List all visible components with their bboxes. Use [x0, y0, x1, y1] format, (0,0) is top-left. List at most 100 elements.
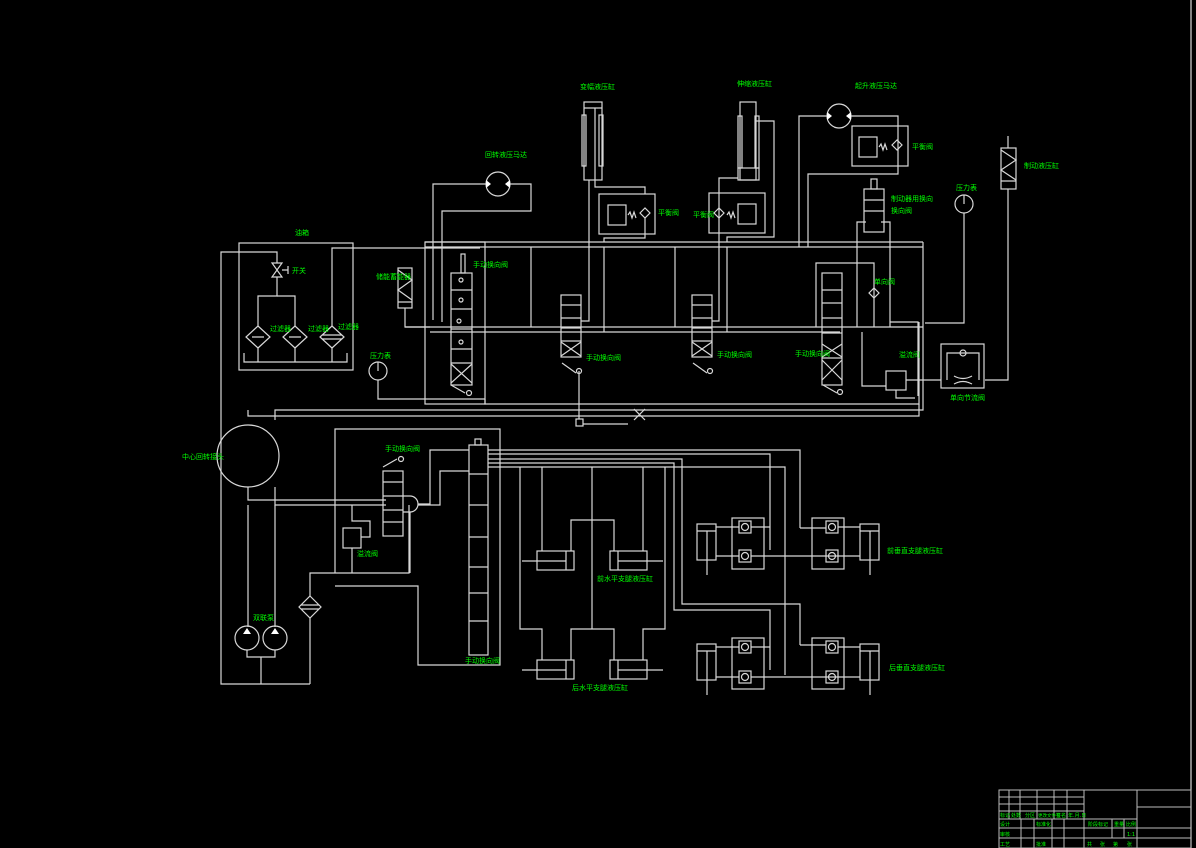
balance-valve-2-label: 平衡阀	[693, 210, 714, 219]
check-icon	[959, 349, 967, 357]
pipe	[581, 242, 590, 322]
filter-line-b	[277, 295, 296, 326]
junction-box	[575, 418, 584, 427]
handle-knob-icon[interactable]	[706, 367, 714, 375]
tb-label-date: 年.月.日	[1068, 812, 1086, 819]
manual-valve-2[interactable]: 手动换向阀	[530, 242, 621, 375]
spring-icon	[878, 142, 888, 152]
handle-knob-icon[interactable]	[397, 455, 405, 463]
loop-line	[484, 322, 920, 405]
manifold-lines	[247, 241, 924, 427]
central-rotary-joint-icon[interactable]	[216, 424, 280, 488]
motor-arrow-icon	[827, 112, 851, 120]
pipe	[890, 321, 919, 396]
manual-valve-4-label: 手动换向阀	[795, 349, 830, 358]
manual-valve-4-icon[interactable]	[821, 272, 843, 386]
telescopic-cylinder-label: 伸缩液压缸	[737, 79, 772, 88]
filter-3-label: 过滤器	[338, 322, 359, 331]
cooler-icon	[298, 595, 322, 619]
pipe	[418, 470, 469, 506]
spring-icon	[396, 269, 414, 303]
stop-valve-label: 开关	[292, 266, 306, 275]
pipe	[309, 505, 410, 596]
oil-tank-label: 油箱	[295, 228, 309, 237]
pipe	[488, 458, 801, 645]
relief-valve-lower-label: 溢流阀	[357, 549, 378, 558]
accumulator-left-label: 储能蓄能器	[376, 272, 411, 281]
check-icon	[738, 520, 752, 534]
right-side-group: 压力表 制动液压缸 单向节流阀	[906, 136, 1059, 402]
check-valve-icon[interactable]	[868, 287, 880, 299]
spring-icon	[726, 210, 736, 220]
balance-valve-3-icon[interactable]	[851, 125, 909, 167]
relief-valve-right-icon[interactable]	[885, 370, 907, 391]
check-icon	[738, 670, 752, 684]
horizontal-outriggers: 前水平支腿液压缸 后水平支腿液压缸	[522, 550, 663, 692]
handle	[450, 384, 466, 394]
pipe	[488, 453, 771, 550]
lock-valve-icon[interactable]	[731, 517, 765, 570]
tb-label-standard: 标准化	[1036, 821, 1051, 828]
pipe	[418, 449, 469, 505]
main-pressure	[274, 242, 924, 420]
check-icon	[740, 522, 750, 532]
front-horizontal-outrigger-label: 前水平支腿液压缸	[597, 574, 653, 583]
check-icon	[740, 672, 750, 682]
valve-stem	[870, 178, 878, 190]
lock-valve-icon[interactable]	[811, 517, 845, 570]
tb-label-approve: 批准	[1036, 841, 1046, 848]
filter-1-label: 过滤器	[270, 324, 291, 333]
handle-knob-icon[interactable]	[465, 389, 473, 397]
motor-line-a	[432, 183, 486, 247]
balance-valve-1-icon[interactable]	[598, 193, 656, 235]
handle-knob-icon[interactable]	[575, 367, 583, 375]
balance-valve-1-label: 平衡阀	[658, 208, 679, 217]
manual-valve-2-label: 手动换向阀	[586, 353, 621, 362]
pipe	[570, 628, 615, 660]
check-valve-label: 单向阀	[874, 277, 895, 286]
valve-1-frame	[424, 241, 486, 405]
manual-valve-lower[interactable]: 手动换向阀	[382, 444, 469, 573]
one-way-throttle-icon[interactable]	[940, 343, 985, 389]
pipe	[985, 189, 1009, 381]
handle-knob-icon[interactable]	[836, 388, 844, 396]
rear-vertical-outrigger-label: 后垂直支腿液压缸	[889, 663, 945, 672]
cylinder-icon[interactable]	[583, 101, 603, 181]
valve-body	[382, 470, 404, 537]
check-icon	[827, 642, 837, 652]
hoist-motor-label: 起升液压马达	[855, 81, 897, 90]
lock-valve-icon[interactable]	[731, 637, 765, 690]
balance-valve-3-label: 平衡阀	[912, 142, 933, 151]
relief-valve-lower-icon[interactable]	[342, 527, 362, 549]
handle	[822, 384, 838, 394]
check-icon	[825, 520, 839, 534]
pipe	[488, 462, 771, 670]
lock-valve-icon[interactable]	[811, 637, 845, 690]
title-block: 标记 处数 分区 更改文件号 签名 年.月.日 设计 标准化 审核 工艺 批准 …	[998, 789, 1192, 848]
valve-knob-icon[interactable]	[474, 438, 482, 446]
check-icon	[458, 277, 464, 283]
supply-line	[220, 251, 278, 472]
balance-valve-2-icon[interactable]	[708, 192, 766, 234]
valve-cross	[691, 341, 713, 357]
cylinder-cap	[737, 167, 760, 181]
front-vertical-outrigger-label: 前垂直支腿液压缸	[887, 546, 943, 555]
stop-valve-icon[interactable]	[270, 262, 289, 278]
check-icon	[740, 551, 750, 561]
check-icon	[740, 642, 750, 652]
tb-label-zone: 分区	[1025, 812, 1035, 819]
manual-valve-1[interactable]: 手动换向阀	[432, 183, 532, 397]
cylinder-wall	[598, 114, 604, 167]
pipe	[895, 390, 915, 399]
pipe	[334, 428, 501, 666]
oil-tank-box	[238, 242, 354, 371]
valve-spool	[737, 203, 757, 225]
pipe	[519, 467, 543, 660]
manual-valve-3[interactable]: 手动换向阀	[674, 242, 752, 375]
pipe	[642, 467, 666, 660]
spring-icon	[999, 149, 1018, 182]
multi-valve-lower[interactable]: 手动换向阀	[465, 438, 500, 665]
tb-scale-value: 1:1	[1127, 832, 1135, 838]
check-valve-icon	[639, 207, 651, 219]
